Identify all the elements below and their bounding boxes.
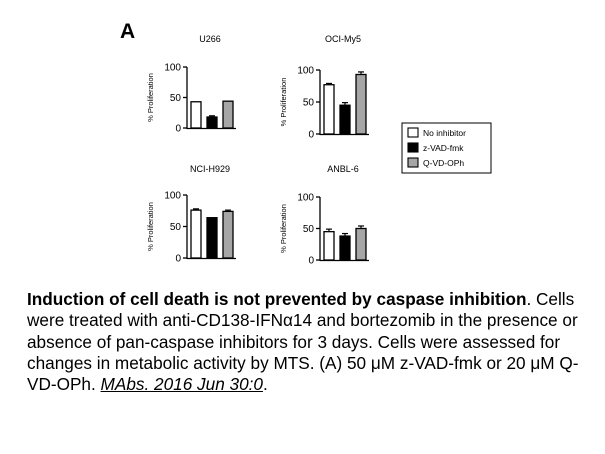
figure-caption: Induction of cell death is not prevented… (27, 289, 592, 395)
y-tick-label: 0 (175, 254, 181, 265)
y-tick-label: 0 (308, 130, 314, 141)
bar (339, 104, 351, 135)
legend-swatch (407, 142, 419, 153)
figure: A U266 % Proliferation 0 50 100 OCI-My5 % Prol… (120, 20, 492, 267)
y-axis-label: % Proliferation (146, 73, 155, 122)
bar (206, 116, 218, 129)
chart-title: OCI-My5 (325, 34, 361, 44)
legend-swatch (407, 157, 419, 168)
y-tick-label: 100 (164, 191, 181, 202)
y-tick-label: 50 (170, 222, 182, 233)
chart-title: U266 (199, 34, 221, 44)
bar (355, 73, 367, 135)
bar (206, 217, 218, 259)
chart-panel: OCI-My5 % Proliferation 0 50 100 (279, 34, 369, 141)
panel-label: A (120, 20, 135, 43)
bar (222, 210, 234, 259)
chart-title: ANBL-6 (327, 164, 359, 174)
chart-panel: ANBL-6 % Proliferation 0 50 100 (279, 164, 369, 267)
legend-label: z-VAD-fmk (423, 143, 464, 153)
y-tick-label: 50 (303, 98, 315, 109)
y-tick-label: 50 (303, 224, 315, 235)
chart-panel: U266 % Proliferation 0 50 100 (146, 34, 236, 135)
bar (190, 209, 202, 259)
legend-label: No inhibitor (423, 128, 466, 138)
y-tick-label: 0 (175, 124, 181, 135)
y-axis-label: % Proliferation (146, 202, 155, 251)
caption-end: . (262, 374, 268, 395)
y-tick-label: 100 (297, 66, 314, 77)
charts: U266 % Proliferation 0 50 100 OCI-My5 % Prolif… (146, 34, 369, 267)
caption-bold: Induction of cell death is not prevented… (27, 289, 527, 309)
y-tick-label: 100 (164, 63, 181, 74)
y-axis-label: % Proliferation (279, 78, 288, 127)
bar (222, 100, 234, 129)
legend-label: Q-VD-OPh (423, 158, 464, 168)
chart-panel: NCI-H929 % Proliferation 0 50 100 (146, 164, 236, 265)
bar (190, 101, 202, 129)
y-tick-label: 0 (308, 256, 314, 267)
bar (323, 230, 335, 261)
bar (339, 235, 351, 261)
y-tick-label: 100 (297, 193, 314, 204)
chart-title: NCI-H929 (190, 164, 230, 174)
bar (323, 84, 335, 135)
bar (355, 227, 367, 261)
caption-text: . Cells were treated with anti-CD138-IFN… (27, 289, 579, 395)
y-axis-label: % Proliferation (279, 204, 288, 253)
y-tick-label: 50 (170, 93, 182, 104)
legend-swatch (407, 127, 419, 138)
legend-box (401, 122, 492, 174)
citation-link[interactable]: MAbs. 2016 Jun 30:0 (100, 374, 263, 395)
